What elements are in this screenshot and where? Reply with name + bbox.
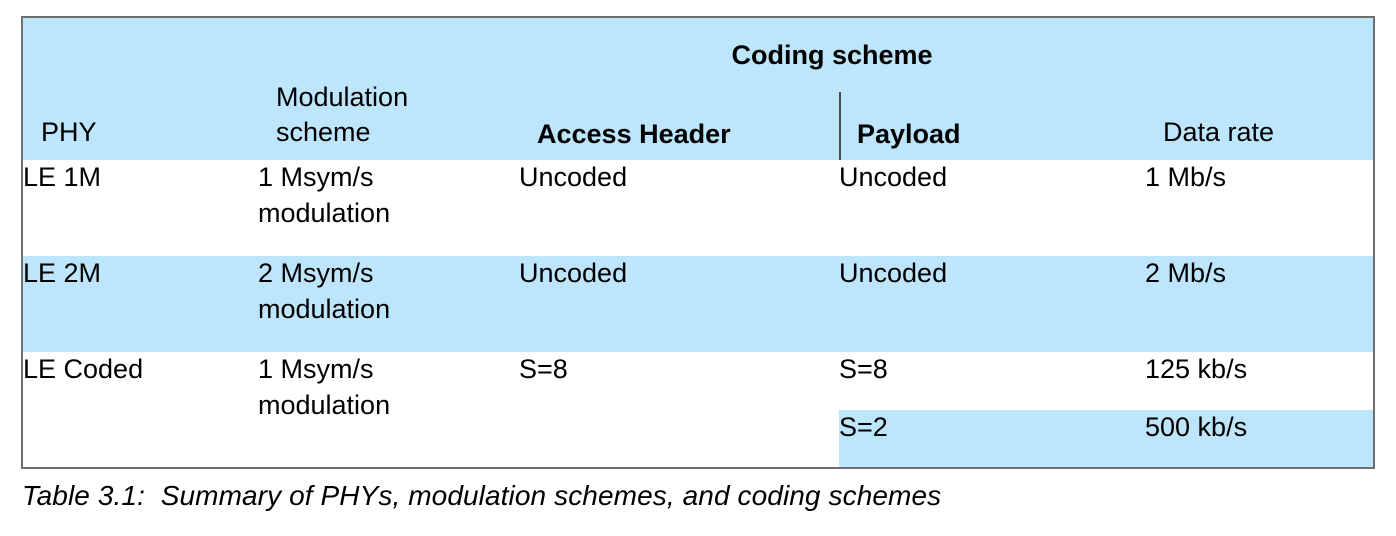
table-row: S=2 500 kb/s (22, 410, 1374, 468)
cell-modulation-line2: modulation (258, 293, 391, 324)
table-row: LE 1M 1 Msym/s modulation Uncoded Uncode… (22, 160, 1374, 256)
header-label-coding-scheme: Coding scheme (731, 40, 933, 70)
cell-data-rate: 1 Mb/s (1145, 160, 1374, 256)
cell-modulation-scheme: 1 Msym/s modulation (258, 352, 519, 468)
cell-modulation-line1: 1 Msym/s (258, 354, 374, 384)
cell-access-header: Uncoded (519, 160, 839, 256)
cell-phy: LE 2M (22, 256, 258, 352)
table-row: LE Coded 1 Msym/s modulation S=8 S=8 125… (22, 352, 1374, 468)
table-caption: Table 3.1: Summary of PHYs, modulation s… (22, 480, 942, 511)
cell-payload: Uncoded (839, 160, 1145, 256)
cell-data-rate: 125 kb/s (1145, 352, 1374, 410)
header-cell-modulation-scheme: Modulation scheme (258, 17, 519, 160)
cell-access-header: Uncoded (519, 256, 839, 352)
cell-phy: LE Coded (22, 352, 258, 468)
cell-phy: LE 1M (22, 160, 258, 256)
cell-data-rate: 2 Mb/s (1145, 256, 1374, 352)
cell-data-rate: 500 kb/s (1145, 410, 1374, 468)
header-label-modulation-line1: Modulation (276, 81, 409, 112)
header-label-payload: Payload (857, 119, 961, 149)
header-label-phy: PHY (41, 116, 97, 147)
header-cell-data-rate: Data rate (1145, 17, 1374, 160)
cell-modulation-scheme: 1 Msym/s modulation (258, 160, 519, 256)
header-label-modulation-scheme: Modulation scheme (276, 80, 408, 150)
phy-summary-table-container: PHY Modulation scheme Coding scheme Acce… (21, 16, 1375, 469)
cell-modulation-line2: modulation (258, 197, 391, 228)
table-body: LE 1M 1 Msym/s modulation Uncoded Uncode… (22, 160, 1374, 468)
cell-payload: Uncoded (839, 256, 1145, 352)
cell-modulation-line1: 2 Msym/s (258, 258, 374, 288)
cell-payload: S=2 (839, 410, 1145, 468)
header-row: PHY Modulation scheme Coding scheme Acce… (22, 17, 1374, 160)
header-cell-coding-scheme: Coding scheme Access Header Payload (519, 17, 1145, 160)
cell-payload: S=8 (839, 352, 1145, 410)
header-label-data-rate: Data rate (1163, 116, 1275, 147)
header-cell-phy: PHY (22, 17, 258, 160)
cell-modulation-scheme: 2 Msym/s modulation (258, 256, 519, 352)
phy-summary-table: PHY Modulation scheme Coding scheme Acce… (21, 16, 1375, 469)
table-header: PHY Modulation scheme Coding scheme Acce… (22, 17, 1374, 160)
cell-access-header: S=8 (519, 352, 839, 468)
header-subcolumn-divider (839, 92, 841, 160)
header-label-access-header: Access Header (537, 119, 731, 149)
header-label-modulation-line2: scheme (276, 116, 371, 147)
cell-modulation-line2: modulation (258, 389, 391, 420)
cell-modulation-line1: 1 Msym/s (258, 162, 374, 192)
table-row: LE 2M 2 Msym/s modulation Uncoded Uncode… (22, 256, 1374, 352)
